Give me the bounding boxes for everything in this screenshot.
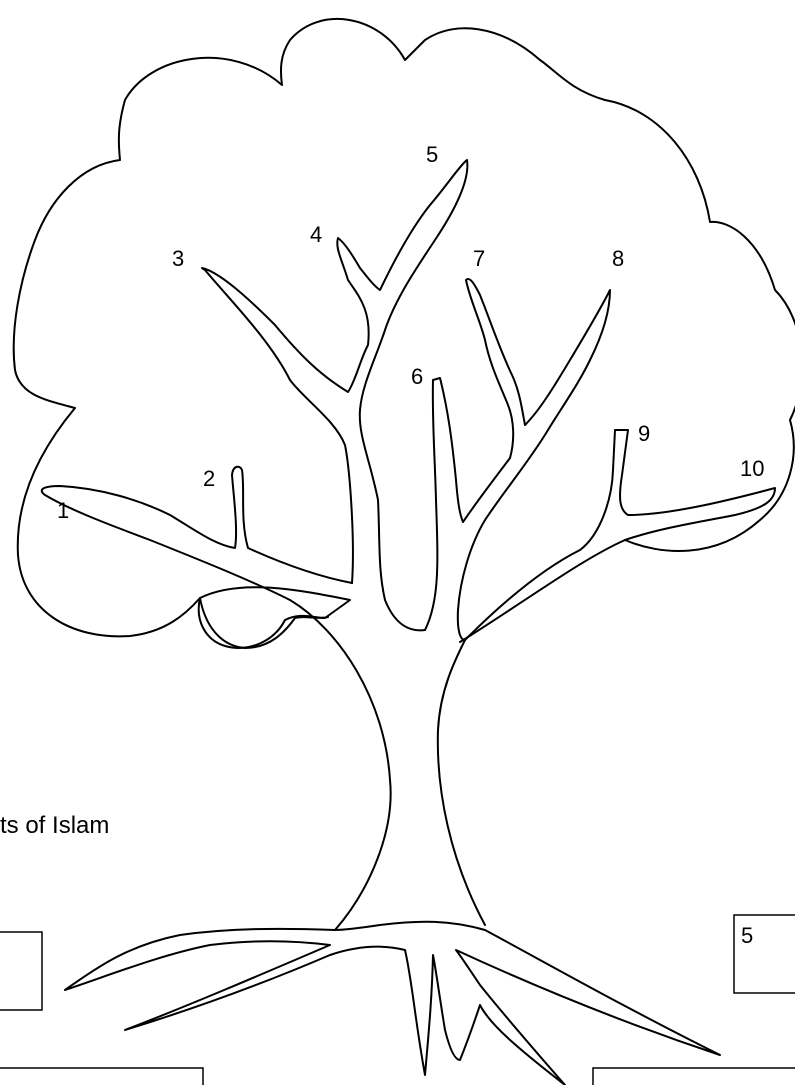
tree-roots: [65, 922, 720, 1085]
branch-label-7: 7: [473, 246, 485, 271]
tree-trunk: [290, 430, 775, 930]
root-box-label: 5: [741, 923, 753, 948]
tree-canopy-cloud: [14, 19, 795, 648]
answer-box-left-lower[interactable]: [0, 1068, 203, 1085]
branch-1: [42, 467, 352, 600]
branch-6-7-8: [425, 279, 610, 640]
branch-label-4: 4: [310, 222, 322, 247]
branch-label-3: 3: [172, 246, 184, 271]
branch-label-2: 2: [203, 466, 215, 491]
branch-label-9: 9: [638, 421, 650, 446]
answer-box-left-upper[interactable]: [0, 932, 42, 1010]
branch-label-5: 5: [426, 142, 438, 167]
branch-3-4: [202, 160, 467, 630]
answer-box-right-lower[interactable]: [593, 1068, 795, 1085]
branch-label-8: 8: [612, 246, 624, 271]
caption-fragment: ts of Islam: [0, 812, 109, 839]
branch-label-1: 1: [57, 498, 69, 523]
branch-label-10: 10: [740, 456, 764, 481]
branch-label-6: 6: [411, 364, 423, 389]
